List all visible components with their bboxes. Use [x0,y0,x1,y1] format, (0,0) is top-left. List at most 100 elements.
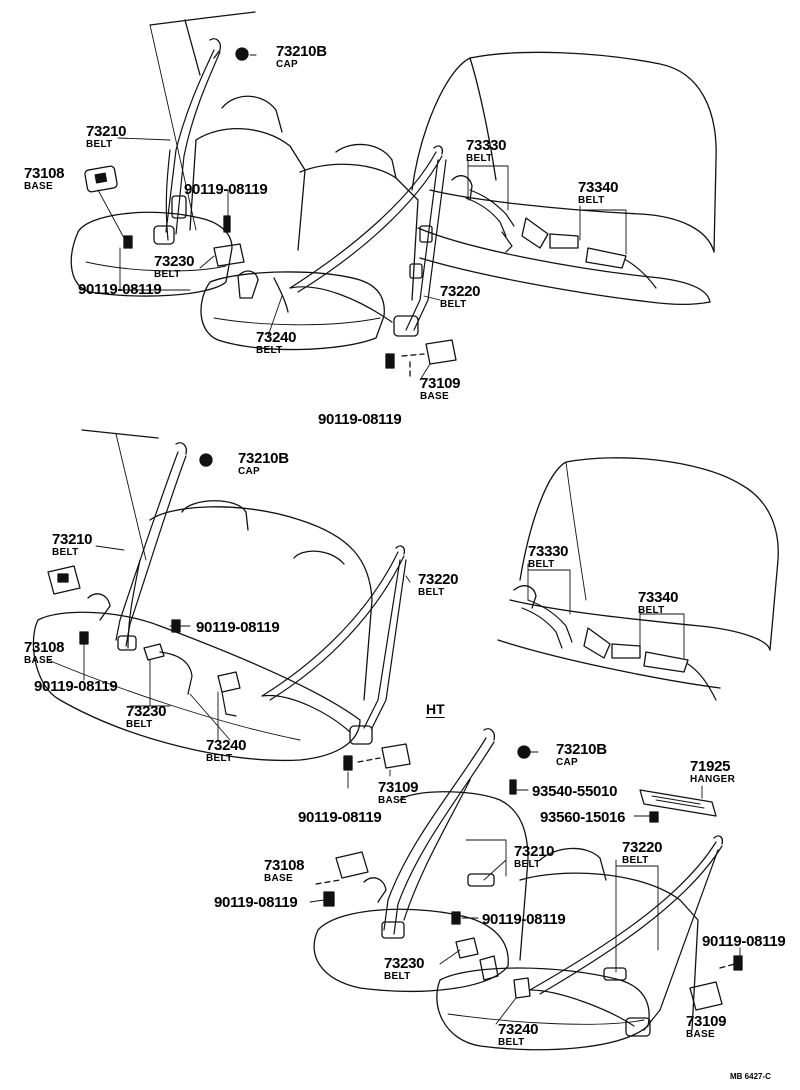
panel-4-drawing [309,728,743,1051]
part-name: BELT [622,855,649,866]
part-number: 90119-08119 [184,181,268,198]
part-number: 73210B [238,450,289,467]
part-name: HANGER [690,774,736,785]
part-number: 73220 [440,283,481,300]
part-name: CAP [238,466,261,477]
part-number: 90119-08119 [702,933,786,950]
part-number: 90119-08119 [298,809,382,826]
part-name: BELT [52,547,79,558]
part-name: BELT [206,753,233,764]
part-name: BASE [264,873,293,884]
callout-p4-93540: 93540-55010 [532,784,617,799]
part-number: 73210 [86,123,127,140]
part-number: 73210B [276,43,327,60]
callout-p2-90119-c: 90119-08119 [298,809,382,826]
part-name: BELT [528,559,555,570]
part-number: 73210 [514,843,555,860]
drawing-code: MB 6427-C [730,1072,771,1081]
panel-2-drawing [32,429,411,789]
part-name: BELT [154,269,181,280]
part-name: BELT [638,605,665,616]
part-name: BELT [440,299,467,310]
part-number: 73230 [126,703,167,720]
part-number: 73220 [418,571,459,588]
callout-p4-93560: 93560-15016 [540,810,625,825]
part-name: BELT [466,153,493,164]
part-number: 73230 [384,955,425,972]
part-number: 73230 [154,253,195,270]
callout-p2-90119-b: 90119-08119 [34,678,118,695]
part-number: 73240 [256,329,297,346]
part-name: BELT [256,345,283,356]
part-name: BASE [24,181,53,192]
part-number: 93540-55010 [532,783,618,800]
panel-3-drawing [497,457,779,701]
part-name: CAP [276,59,299,70]
part-name: BELT [578,195,605,206]
part-number: 90119-08119 [318,411,402,428]
part-number: 73330 [528,543,569,560]
part-number: 73109 [378,779,419,796]
panel-1-drawing [70,11,717,381]
part-number: 90119-08119 [214,894,298,911]
section-tag-ht: HT [426,701,445,717]
part-name: BELT [126,719,153,730]
part-number: 73108 [264,857,305,874]
part-number: 71925 [690,758,731,775]
callout-p4-90119-a: 90119-08119 [214,894,298,911]
part-name: BASE [378,795,407,806]
part-number: 73340 [578,179,619,196]
part-number: 73240 [206,737,247,754]
part-number: 90119-08119 [34,678,118,695]
part-number: 73340 [638,589,679,606]
part-number: 73108 [24,639,65,656]
part-number: 73210B [556,741,607,758]
part-number: 73220 [622,839,663,856]
part-number: 90119-08119 [196,619,280,636]
part-number: 73108 [24,165,65,182]
part-number: 90119-08119 [482,911,566,928]
part-number: 73210 [52,531,93,548]
part-name: BELT [384,971,411,982]
part-number: 73240 [498,1021,539,1038]
callout-p2-90119-a: 90119-08119 [196,619,280,636]
callout-p4-90119-c: 90119-08119 [702,933,786,950]
part-name: BELT [86,139,113,150]
part-number: 90119-08119 [78,281,162,298]
part-number: 93560-15016 [540,809,626,826]
part-name: BELT [418,587,445,598]
part-name: BELT [514,859,541,870]
callout-p1-90119-a: 90119-08119 [184,181,268,198]
part-name: BASE [420,391,449,402]
callout-p1-90119-b: 90119-08119 [78,281,162,298]
part-name: BASE [24,655,53,666]
callout-p1-90119-c: 90119-08119 [318,411,402,428]
part-number: 73109 [420,375,461,392]
